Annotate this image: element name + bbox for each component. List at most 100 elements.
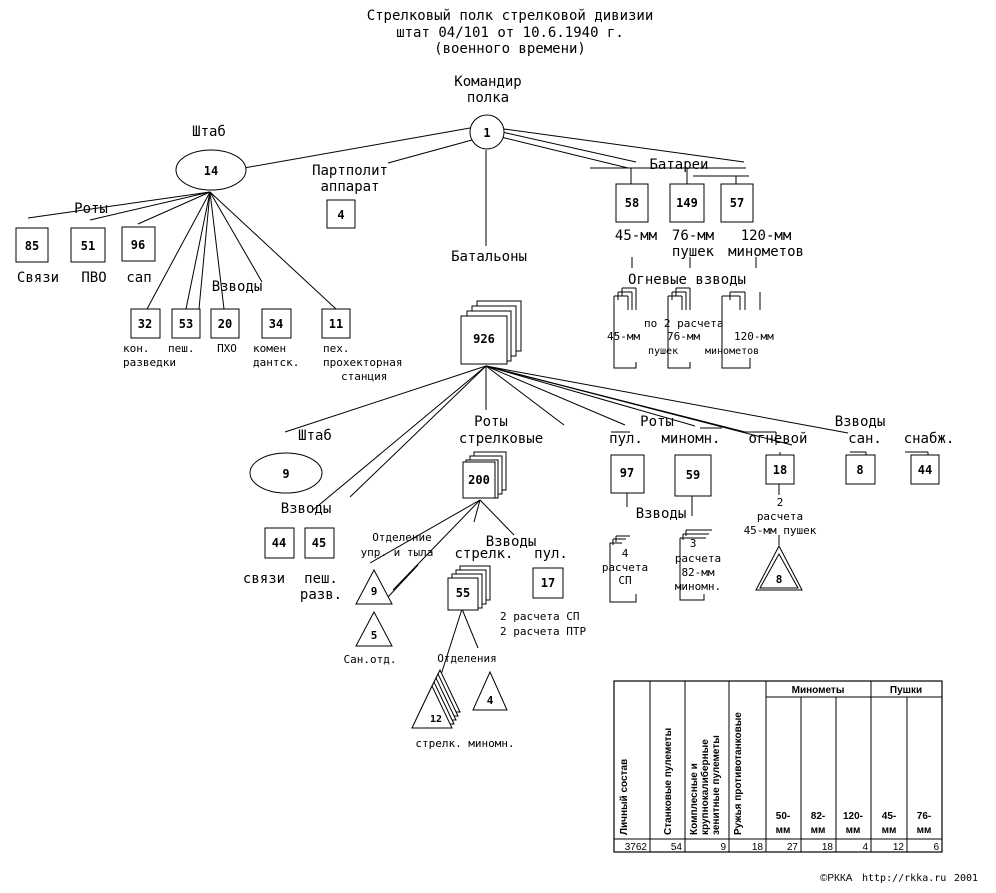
table-value-aa: 9 — [720, 842, 726, 853]
hq-platoon-comm-label-2: дантск. — [253, 356, 299, 369]
fire-platoon-node — [765, 454, 795, 485]
rc-mg-platoon-count: 17 — [541, 576, 555, 590]
table-value-120: 4 — [862, 842, 868, 853]
rc-rifle-platoon-count: 55 — [456, 586, 470, 600]
supply-platoon-count: 44 — [918, 463, 932, 477]
table-sub-82: 82- — [811, 811, 825, 822]
fire-platoon-stacks — [613, 287, 761, 369]
rifle-company-stack — [462, 451, 507, 499]
bn-platoon-recon-label-1: пеш. — [304, 571, 338, 587]
fire-platoon-sub-stack — [755, 544, 803, 591]
bn-platoon-recon-node — [304, 527, 335, 559]
footer-url[interactable]: http://rkka.ru — [862, 873, 946, 884]
platoons-right-label: Взводы — [835, 414, 886, 430]
commander-label-1: Командир — [454, 74, 521, 90]
table-header-at: Ружья противотанковые — [733, 712, 744, 835]
hq-platoon-comm-count: 34 — [269, 317, 283, 331]
table-header-mg: Станковые пулеметы — [663, 728, 674, 835]
rifle-squad-count: 12 — [430, 714, 442, 725]
battalion-node-stack — [460, 300, 522, 365]
bn-companies-platoons-label: Взводы — [636, 506, 687, 522]
platoons-right-san-label: сан. — [848, 431, 882, 447]
hq-company-aa-label: ПВО — [81, 270, 106, 286]
mortar-platoon-stack — [679, 529, 712, 601]
hq-company-signal-node — [15, 227, 49, 263]
hq-platoon-foot-count: 53 — [179, 317, 193, 331]
party-label-2: аппарат — [320, 179, 379, 195]
fire-platoon-label: огневой — [748, 431, 807, 447]
fire-platoon-120-label: 120-мм — [734, 330, 774, 343]
hq-count: 14 — [204, 164, 218, 178]
table-value-mg: 54 — [671, 842, 683, 853]
party-label-1: Партполит — [312, 163, 388, 179]
table-sub-76-unit: мм — [917, 825, 932, 836]
mortar-crews-2: расчета — [675, 552, 721, 565]
connectors — [27, 127, 929, 679]
rifle-companies-label-1: Роты — [474, 414, 508, 430]
table-header-aa-3: зенитные пулеметы — [711, 735, 722, 835]
table-value-personnel: 3762 — [625, 842, 648, 853]
hq-platoon-chem-label: ПХО — [217, 342, 237, 355]
footer-link[interactable]: http://rkka.ru — [862, 873, 946, 884]
battery-mortars-label: минометов — [728, 244, 804, 260]
table-sub-45: 45- — [882, 811, 896, 822]
battery-76-count: 149 — [676, 196, 698, 210]
hq-platoon-search-node — [321, 308, 351, 339]
san-platoon-node — [845, 454, 876, 485]
battery-120-count: 57 — [730, 196, 744, 210]
rc-medical-label: Сан.отд. — [344, 653, 397, 666]
footer-copyright: ©РККА — [820, 873, 853, 884]
hq-platoon-foot-label: пеш. — [168, 342, 195, 355]
hq-platoon-chem-count: 20 — [218, 317, 232, 331]
bn-platoon-recon-label-2: разв. — [300, 587, 342, 603]
table-value-at: 18 — [752, 842, 764, 853]
battery-45-count: 58 — [625, 196, 639, 210]
rc-platoons-label: Взводы — [486, 534, 537, 550]
bn-companies-mg-label: пул. — [609, 431, 643, 447]
hq-platoon-cav-count: 32 — [138, 317, 152, 331]
rc-section-count: 9 — [371, 585, 378, 598]
hq-companies-label: Роты — [74, 201, 108, 217]
supply-platoon-node — [910, 454, 940, 485]
table-header-personnel: Личный состав — [619, 759, 630, 835]
mg-crews-1: 4 — [622, 547, 629, 560]
commander-node — [469, 114, 505, 150]
party-node — [326, 199, 356, 229]
mortar-crews-1: 3 — [690, 537, 697, 550]
bn-platoon-recon-count: 45 — [312, 536, 326, 550]
hq-company-signal-count: 85 — [25, 239, 39, 253]
battery-120-node — [720, 183, 754, 223]
hq-company-aa-count: 51 — [81, 239, 95, 253]
hq-company-sapper-count: 96 — [131, 238, 145, 252]
bn-platoons-label: Взводы — [281, 501, 332, 517]
rc-mg-platoon-node — [532, 567, 564, 599]
battery-guns-label: пушек — [672, 244, 715, 260]
hq-platoon-comm-label-1: комен — [253, 342, 286, 355]
hq-company-signal-label: Связи — [17, 270, 59, 286]
summary-table — [613, 680, 943, 853]
hq-platoon-search-count: 11 — [329, 317, 343, 331]
fire-platoons-label: Огневые взводы — [628, 272, 746, 288]
fire-platoon-count: 18 — [773, 463, 787, 477]
fire-platoon-45-label: 45-мм — [607, 330, 640, 343]
commander-count: 1 — [483, 126, 490, 140]
table-group-guns: Пушки — [890, 685, 922, 696]
table-sub-45-unit: мм — [882, 825, 897, 836]
commander-label-2: полка — [467, 90, 509, 106]
table-header-aa-1: Комплесные и — [689, 763, 700, 835]
table-header-aa-2: крупнокалиберные — [699, 739, 711, 835]
bn-hq-count: 9 — [282, 467, 289, 481]
mortar-crews-4: миномн. — [675, 580, 721, 593]
rifle-squad-stack — [411, 668, 461, 729]
mortar-squad-node — [472, 670, 508, 711]
table-sub-50-unit: мм — [776, 825, 791, 836]
fire-platoon-guns-label: пушек — [648, 346, 678, 357]
table-group-mortars: Минометы — [792, 685, 845, 696]
footer-year: 2001 — [954, 873, 978, 884]
mortar-squad-count: 4 — [487, 694, 494, 707]
rifle-platoon-stack — [447, 565, 491, 611]
table-value-50: 27 — [787, 842, 799, 853]
rifle-company-count: 200 — [468, 473, 490, 487]
mg-crews-2: расчета — [602, 561, 648, 574]
fire-platoon-crews-2: расчета — [757, 510, 803, 523]
